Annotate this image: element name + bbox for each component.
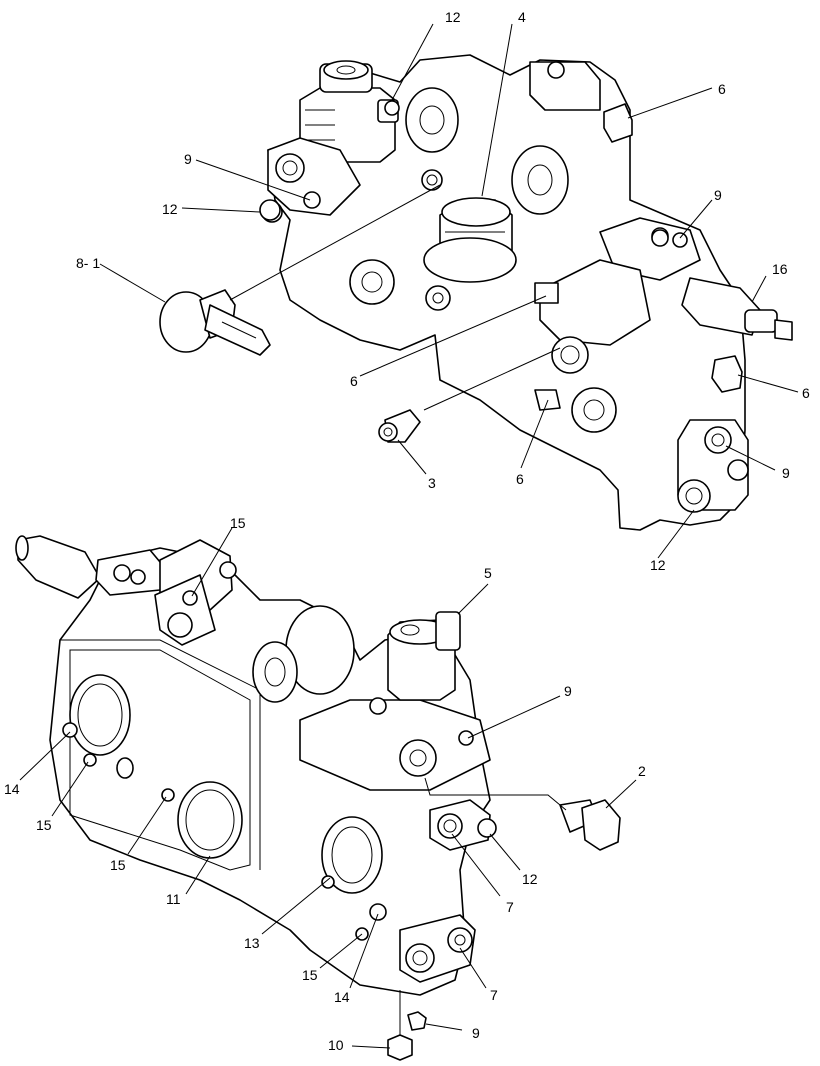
callout-6: 6 [516, 471, 524, 487]
callout-11: 11 [166, 891, 181, 907]
callout-15: 15 [36, 817, 52, 833]
callout-2: 2 [638, 763, 646, 779]
callout-7: 7 [506, 899, 514, 915]
callout-labels: 12 4 6 9 12 8- 1 9 16 6 6 3 6 9 12 15 5 … [4, 9, 810, 1053]
callout-9: 9 [472, 1025, 480, 1041]
callout-6: 6 [802, 385, 810, 401]
callout-9: 9 [714, 187, 722, 203]
leader-lines [19, 23, 799, 1049]
callout-10: 10 [328, 1037, 344, 1053]
callout-6: 6 [350, 373, 358, 389]
callout-15: 15 [110, 857, 126, 873]
callout-9: 9 [564, 683, 572, 699]
callout-4: 4 [518, 9, 526, 25]
callout-8-1: 8- 1 [76, 255, 100, 271]
callout-7: 7 [490, 987, 498, 1003]
part-3-screw [378, 409, 421, 443]
callout-12: 12 [650, 557, 666, 573]
callout-15: 15 [302, 967, 318, 983]
callout-9: 9 [184, 151, 192, 167]
callout-6: 6 [718, 81, 726, 97]
callout-12: 12 [162, 201, 178, 217]
part-2-plug [559, 799, 621, 851]
callout-12: 12 [522, 871, 538, 887]
callout-14: 14 [334, 989, 350, 1005]
callout-14: 14 [4, 781, 20, 797]
callout-3: 3 [428, 475, 436, 491]
top-valve-assembly [259, 54, 793, 531]
part-9-screw [407, 1011, 427, 1031]
callout-5: 5 [484, 565, 492, 581]
part-8-1-solenoid [159, 289, 271, 356]
callout-13: 13 [244, 935, 260, 951]
callout-9: 9 [782, 465, 790, 481]
callout-15: 15 [230, 515, 246, 531]
part-10-bolt [387, 990, 413, 1061]
callout-16: 16 [772, 261, 788, 277]
bottom-valve-assembly [15, 535, 497, 996]
callout-12: 12 [445, 9, 461, 25]
